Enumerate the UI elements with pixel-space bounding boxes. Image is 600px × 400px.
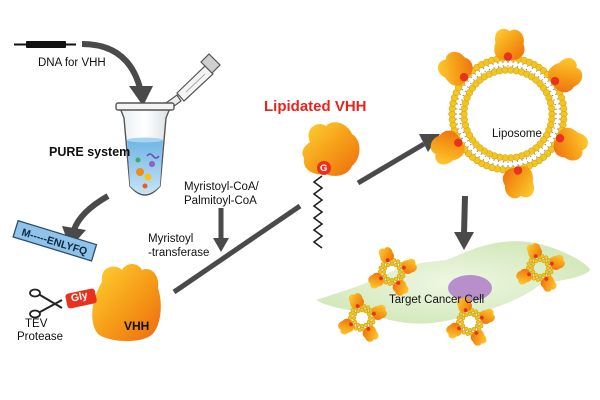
dna-label: DNA for VHH [38,57,106,69]
pure-system-label: PURE system [49,145,131,159]
tev-label-line2: Protease [17,331,64,343]
arrow-to-liposome [356,134,440,186]
scissors-icon [29,288,63,319]
liposome-shape [430,28,588,199]
small-liposomes-group [338,243,565,346]
coa-label-line2: Palmitoyl-CoA [184,195,257,207]
vhh-protein-shape [65,264,161,342]
nmt-label-line2: -transferase [148,247,210,259]
arrow-nmt [213,208,229,252]
coa-label-line1: Myristoyl-CoA/ [184,181,259,193]
pure-tube-icon [115,102,175,196]
lipidated-vhh-shape [302,122,360,249]
lipidated-vhh-title: Lipidated VHH [264,98,367,115]
tev-label-line1: TEV [25,318,48,330]
vhh-label: VHH [124,319,150,333]
liposome-label: Liposome [492,128,542,140]
arrow-to-lipidated [172,203,302,295]
g-residue-label: G [320,163,328,174]
arrow-dna-to-pure [81,41,153,106]
pipette-icon [158,53,221,110]
target-cancer-cell-label: Target Cancer Cell [389,294,485,306]
dna-strand-icon [14,41,76,48]
tag-sequence-box: M-----ENLYFQ [12,219,98,262]
cancer-cell-shape [316,241,590,324]
nmt-label-line1: Myristoyl [148,233,194,245]
arrow-to-cell [454,195,474,250]
